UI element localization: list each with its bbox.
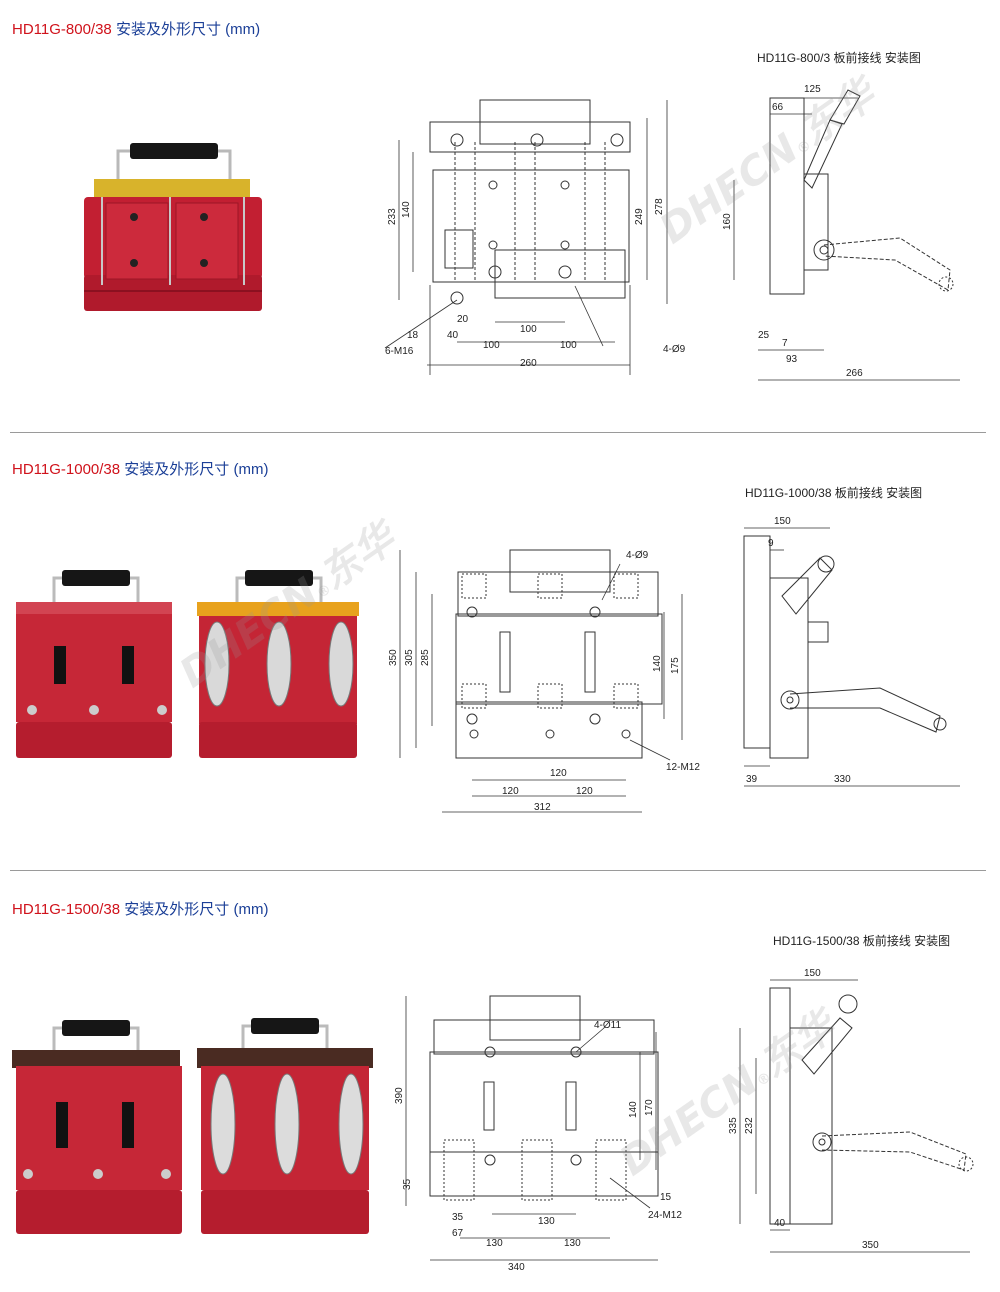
side-dimension-drawing: 125 66 160 25 7 93 266 [722, 84, 960, 381]
dim-label: 140 [628, 1101, 639, 1118]
dim-label: 120 [576, 786, 593, 797]
dim-label: 66 [772, 102, 784, 113]
dim-label: 249 [634, 208, 645, 225]
section-1500: HD11G-1500/38 安装及外形尺寸 (mm) HD11G-1500/38… [0, 872, 1000, 1285]
dim-label: 39 [746, 774, 758, 785]
model-name: HD11G-800/38 [12, 21, 112, 38]
section-divider [10, 870, 986, 871]
dim-label: 100 [483, 340, 500, 351]
dim-label: 9 [768, 538, 774, 549]
dim-label: 18 [407, 330, 419, 341]
dim-label: 175 [670, 657, 681, 674]
section-title: HD11G-800/38 安装及外形尺寸 (mm) [12, 18, 260, 39]
section-title: HD11G-1000/38 安装及外形尺寸 (mm) [12, 458, 268, 479]
dim-label: 160 [722, 213, 733, 230]
dim-label: 260 [520, 358, 537, 369]
dim-label: 232 [744, 1117, 755, 1134]
title-desc: 安装及外形尺寸 (mm) [111, 21, 261, 38]
product-photo-front [12, 1020, 182, 1234]
section-800: HD11G-800/38 安装及外形尺寸 (mm) HD11G-800/3 板前… [0, 0, 1000, 430]
section-title: HD11G-1500/38 安装及外形尺寸 (mm) [12, 898, 268, 919]
dim-label: 130 [486, 1238, 503, 1249]
front-dimension-drawing: 233 140 249 278 18 20 40 6-M16 100 100 1… [384, 99, 686, 375]
dim-label: 24-M12 [648, 1210, 682, 1221]
dim-label: 278 [654, 198, 665, 215]
dim-label: 312 [534, 802, 551, 813]
dim-label: 120 [550, 768, 567, 779]
dim-label: 6-M16 [385, 346, 414, 357]
dim-label: 233 [387, 208, 398, 225]
section-divider [10, 432, 986, 433]
dim-label: 130 [538, 1216, 555, 1227]
dim-label: 170 [644, 1099, 655, 1116]
dim-label: 350 [388, 649, 399, 666]
front-dimension-drawing: 4-Ø11 390 140 170 35 35 67 130 15 24-M12… [394, 995, 682, 1273]
dim-label: 140 [401, 201, 412, 218]
dim-label: 20 [457, 314, 469, 325]
front-dimension-drawing: 4-Ø9 350 305 285 140 175 120 120 120 312… [388, 549, 700, 813]
side-dimension-drawing: 150 335 232 40 350 [728, 968, 974, 1253]
dim-label: 330 [834, 774, 851, 785]
drawing-caption: HD11G-800/3 板前接线 安装图 [757, 51, 921, 65]
dim-label: 150 [774, 516, 791, 527]
dim-label: 67 [452, 1228, 464, 1239]
product-photo-open [197, 1018, 373, 1234]
dim-label: 25 [758, 330, 770, 341]
model-name: HD11G-1500/38 [12, 901, 121, 918]
drawing-caption: HD11G-1000/38 板前接线 安装图 [745, 486, 923, 500]
dim-label: 305 [404, 649, 415, 666]
drawing-caption: HD11G-1500/38 板前接线 安装图 [773, 934, 951, 948]
dim-label: 7 [782, 338, 788, 349]
product-photo-open [197, 570, 359, 758]
dim-label: 35 [402, 1178, 413, 1190]
dim-label: 266 [846, 368, 863, 379]
dim-label: 125 [804, 84, 821, 95]
dim-label: 130 [564, 1238, 581, 1249]
model-name: HD11G-1000/38 [12, 461, 121, 478]
dim-label: 12-M12 [666, 762, 700, 773]
title-desc: 安装及外形尺寸 (mm) [120, 461, 269, 478]
dim-label: 350 [862, 1240, 879, 1251]
dim-label: 4-Ø9 [663, 344, 686, 355]
title-desc: 安装及外形尺寸 (mm) [120, 901, 269, 918]
section-1000: HD11G-1000/38 安装及外形尺寸 (mm) HD11G-1000/38… [0, 434, 1000, 868]
dim-label: 93 [786, 354, 798, 365]
dim-label: 35 [452, 1212, 464, 1223]
product-photo [84, 143, 262, 311]
dim-label: 4-Ø11 [594, 1020, 621, 1031]
dim-label: 120 [502, 786, 519, 797]
product-photo-front [16, 570, 172, 758]
dim-label: 4-Ø9 [626, 550, 649, 561]
dim-label: 100 [520, 324, 537, 335]
dim-label: 15 [660, 1192, 672, 1203]
dim-label: 335 [728, 1117, 739, 1134]
dim-label: 390 [394, 1087, 405, 1104]
dim-label: 285 [420, 649, 431, 666]
dim-label: 340 [508, 1262, 525, 1273]
side-dimension-drawing: 150 9 39 330 [743, 516, 960, 787]
dim-label: 40 [447, 330, 459, 341]
dim-label: 100 [560, 340, 577, 351]
dim-label: 40 [774, 1218, 786, 1229]
dim-label: 150 [804, 968, 821, 979]
dim-label: 140 [652, 655, 663, 672]
